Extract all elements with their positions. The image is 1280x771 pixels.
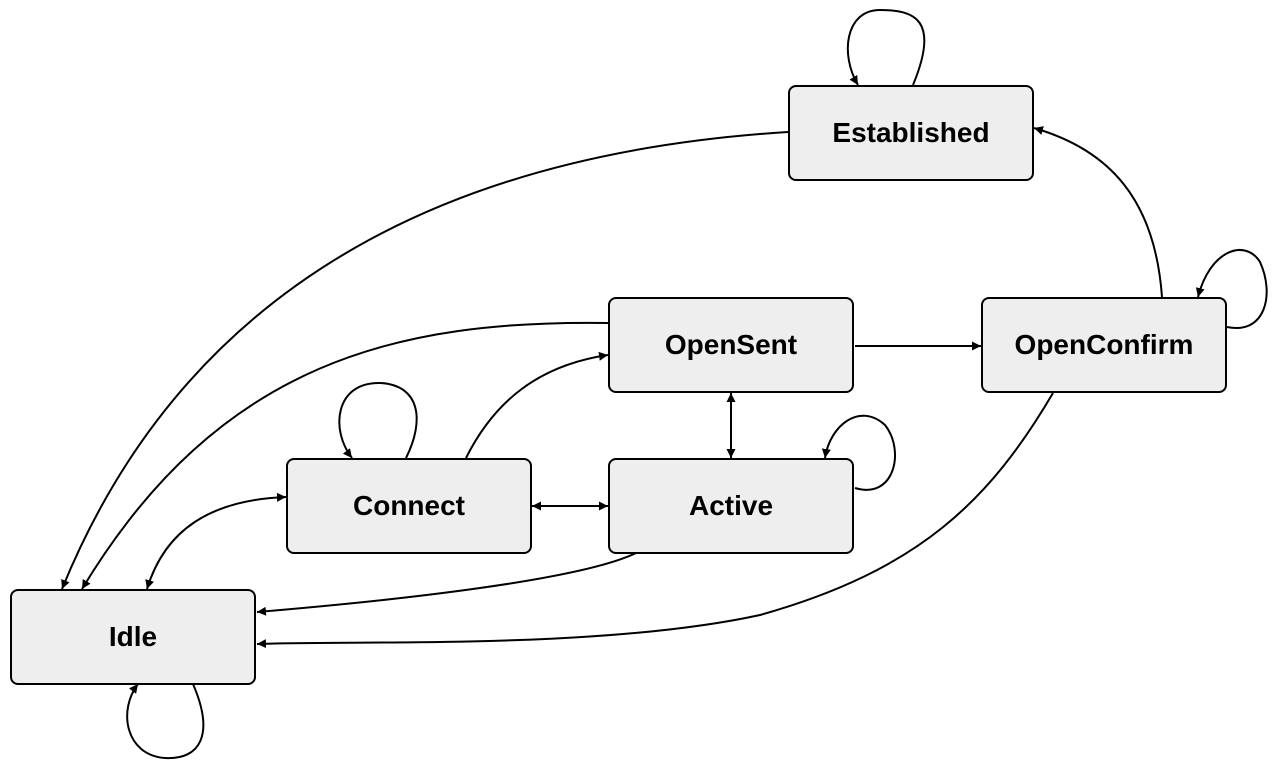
edge-established-idle	[61, 131, 789, 590]
state-established-label: Established	[832, 117, 990, 148]
edge-openconfirm-idle	[256, 392, 1054, 649]
edge-active-idle	[256, 552, 637, 616]
edge-openconfirm-established	[1033, 126, 1163, 298]
edge-connect-opensent	[465, 351, 609, 459]
state-idle-label: Idle	[108, 621, 158, 652]
edge-established-self	[846, 8, 926, 86]
state-openconfirm-label: OpenConfirm	[1014, 329, 1194, 360]
state-connect-label: Connect	[353, 490, 465, 521]
edge-opensent-idle	[81, 321, 609, 590]
state-opensent-label: OpenSent	[664, 329, 798, 360]
state-established: Established	[788, 85, 1034, 181]
edge-active-self	[821, 414, 896, 491]
edge-idle-connect	[145, 492, 287, 590]
state-active: Active	[608, 458, 854, 554]
state-opensent: OpenSent	[608, 297, 854, 393]
state-openconfirm: OpenConfirm	[981, 297, 1227, 393]
edge-openconfirm-self	[1195, 249, 1268, 330]
edge-connect-self	[338, 381, 418, 459]
state-active-label: Active	[688, 490, 774, 521]
edge-idle-self	[126, 683, 205, 760]
state-idle: Idle	[10, 589, 256, 685]
state-connect: Connect	[286, 458, 532, 554]
